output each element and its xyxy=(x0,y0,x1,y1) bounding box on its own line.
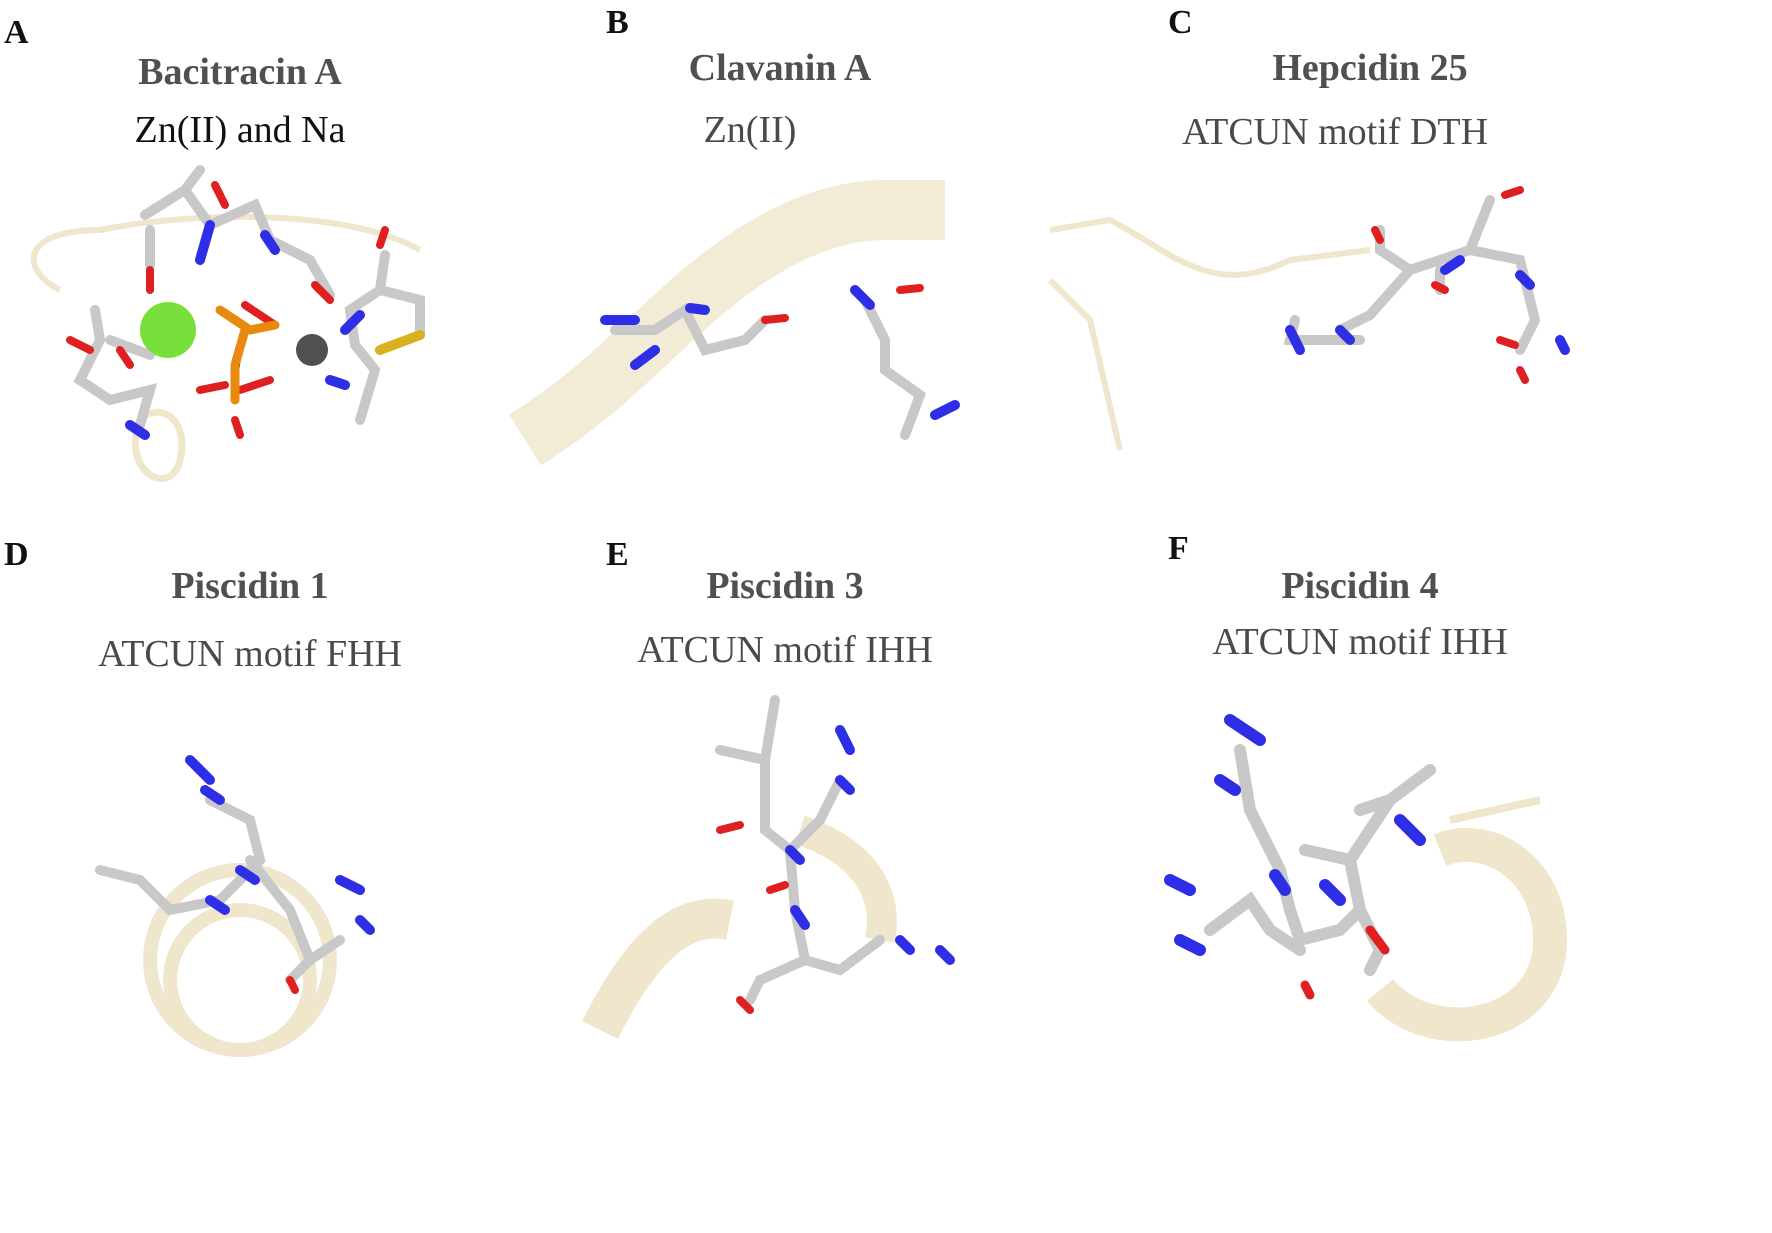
peptide-note: ATCUN motif IHH xyxy=(637,629,933,671)
peptide-note: ATCUN motif DTH xyxy=(1181,111,1489,153)
panel-c: C Hepcidin 25 ATCUN motif DTH xyxy=(1047,0,1750,600)
peptide-note: Zn(II) xyxy=(703,109,797,151)
peptide-note: ATCUN motif IHH xyxy=(1212,621,1508,663)
hepcidin-structure xyxy=(1047,186,1570,451)
panel-letter: B xyxy=(606,4,629,41)
panel-d: D Piscidin 1 ATCUN motif FHH xyxy=(0,520,590,1120)
piscidin3-structure xyxy=(582,695,955,1039)
panel-letter: D xyxy=(4,536,29,573)
bacitracin-structure xyxy=(30,165,425,482)
panel-letter: E xyxy=(606,536,629,573)
panel-a: A Bacitracin A Zn(II) and Na xyxy=(0,0,590,600)
panel-b: B Clavanin A Zn(II) xyxy=(508,0,1190,600)
peptide-name: Clavanin A xyxy=(688,47,872,89)
panel-letter: F xyxy=(1168,530,1189,567)
clavanin-structure xyxy=(508,180,960,466)
peptide-name: Piscidin 4 xyxy=(1281,565,1439,607)
peptide-name: Piscidin 1 xyxy=(171,565,329,607)
peptide-name: Piscidin 3 xyxy=(706,565,864,607)
panel-letter: C xyxy=(1168,4,1193,41)
panel-f: F Piscidin 4 ATCUN motif IHH xyxy=(1160,520,1750,1120)
piscidin1-structure xyxy=(95,755,375,1057)
panel-letter: A xyxy=(4,14,29,51)
peptide-note: Zn(II) and Na xyxy=(134,109,346,151)
panel-e: E Piscidin 3 ATCUN motif IHH xyxy=(582,520,1190,1120)
peptide-name: Hepcidin 25 xyxy=(1272,47,1468,89)
peptide-note: ATCUN motif FHH xyxy=(97,633,403,675)
piscidin4-structure xyxy=(1164,714,1568,1042)
peptide-name: Bacitracin A xyxy=(138,51,342,93)
